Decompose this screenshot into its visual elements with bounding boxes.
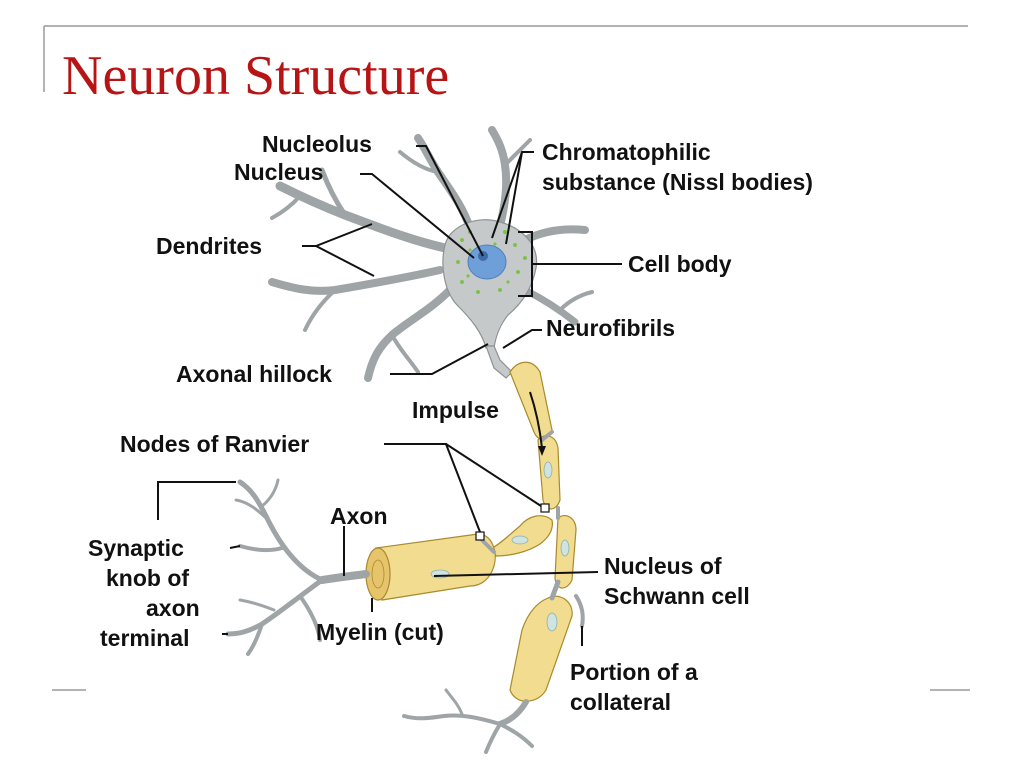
label-collateral-1: Portion of a xyxy=(570,659,698,685)
axon-core xyxy=(480,430,585,628)
impulse-arrow xyxy=(529,391,546,456)
label-impulse: Impulse xyxy=(412,397,499,423)
node-marker-1 xyxy=(475,531,485,541)
label-synaptic-2: knob of xyxy=(106,565,189,591)
label-dendrites: Dendrites xyxy=(156,233,262,259)
label-axon: Axon xyxy=(330,503,388,529)
label-synaptic-3: axon xyxy=(146,595,200,621)
axon-terminal-branches xyxy=(225,478,370,656)
label-chromatophilic-1: Chromatophilic xyxy=(542,139,711,165)
diagram-labels: Nucleolus Nucleus Chromatophilic substan… xyxy=(88,131,813,715)
slide-frame xyxy=(43,25,970,691)
dendrite-branches xyxy=(268,126,594,382)
leader-lines xyxy=(157,145,622,646)
node-marker-2 xyxy=(540,503,550,513)
label-neurofibrils: Neurofibrils xyxy=(546,315,675,341)
label-cell-body: Cell body xyxy=(628,251,732,277)
label-synaptic-1: Synaptic xyxy=(88,535,184,561)
label-chromatophilic-2: substance (Nissl bodies) xyxy=(542,169,813,195)
label-collateral-2: collateral xyxy=(570,689,671,715)
collateral-terminal-branches xyxy=(402,688,534,754)
label-axonal-hillock: Axonal hillock xyxy=(176,361,332,387)
label-nucleus: Nucleus xyxy=(234,159,323,185)
axon-hillock-shape xyxy=(485,345,513,379)
label-nucleus-schwann-1: Nucleus of xyxy=(604,553,722,579)
nucleus-shape xyxy=(467,244,507,280)
slide-title: Neuron Structure xyxy=(62,45,450,107)
label-nucleolus: Nucleolus xyxy=(262,131,372,157)
label-nucleus-schwann-2: Schwann cell xyxy=(604,583,750,609)
label-nodes-of-ranvier: Nodes of Ranvier xyxy=(120,431,309,457)
label-myelin: Myelin (cut) xyxy=(316,619,444,645)
label-synaptic-4: terminal xyxy=(100,625,189,651)
cell-body-shape xyxy=(442,219,538,349)
